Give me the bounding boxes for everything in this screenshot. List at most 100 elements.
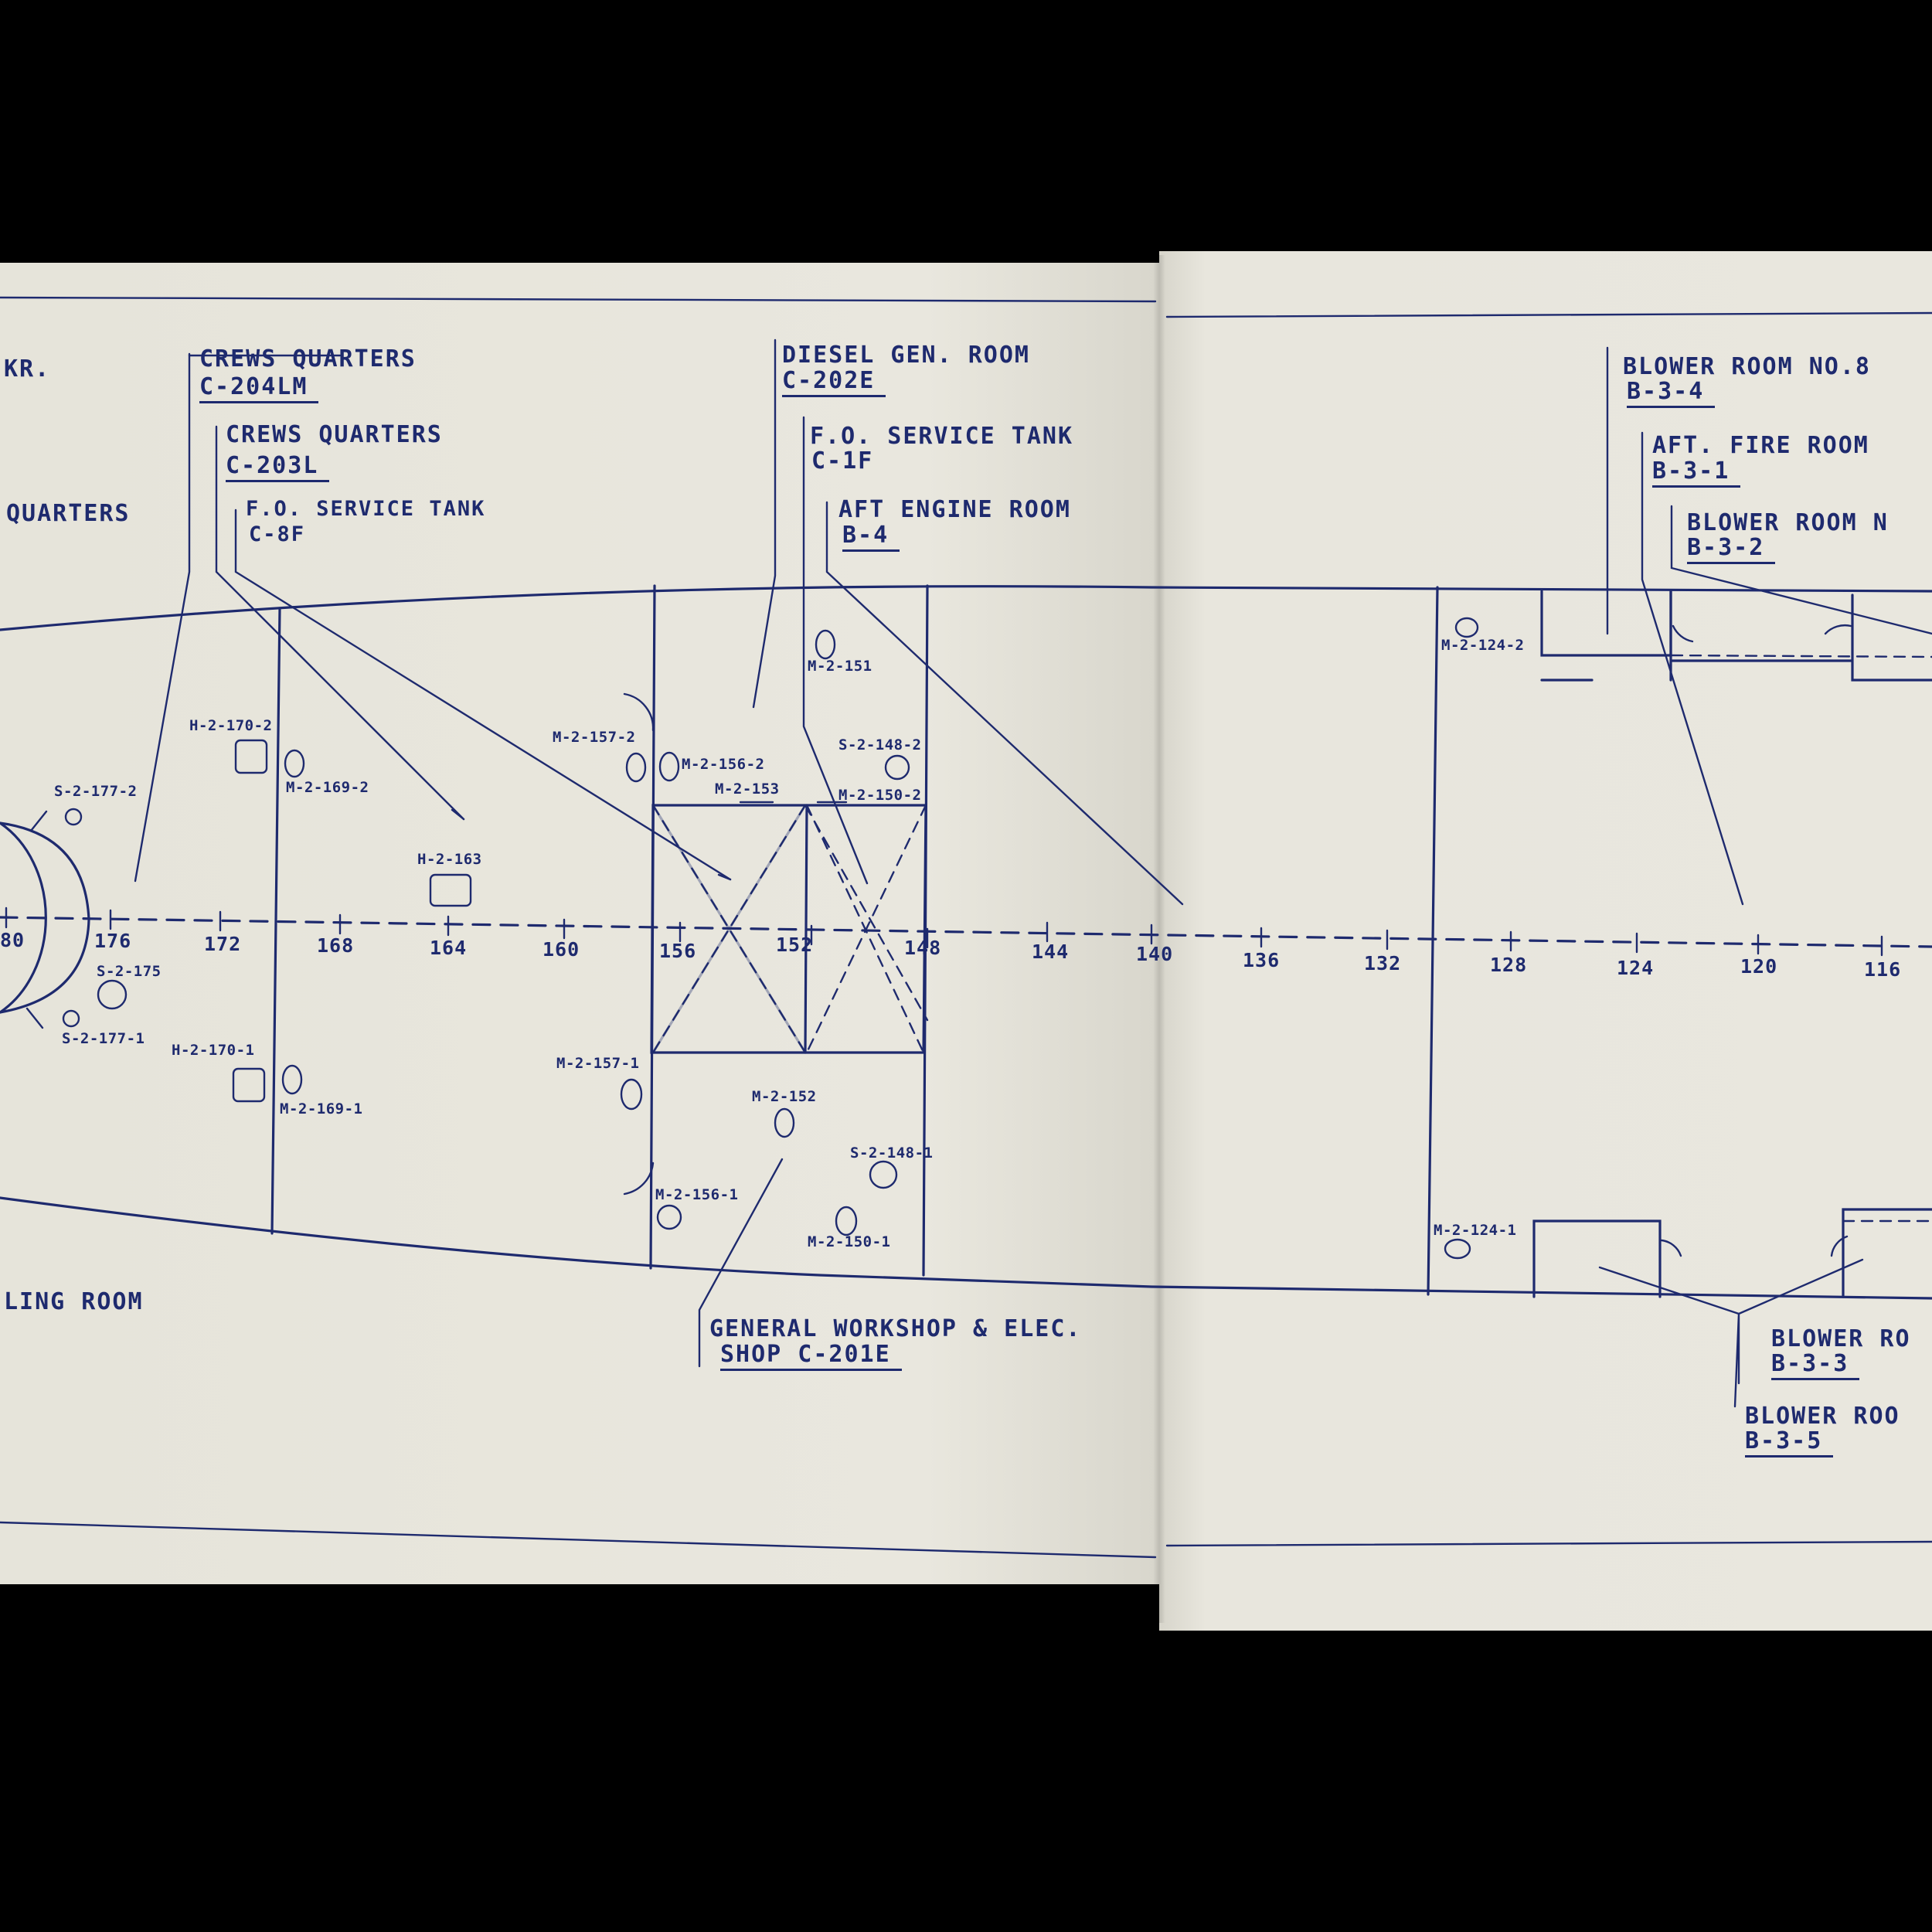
label-crews-quarters-204-code: C-204LM	[199, 376, 319, 403]
fixture-label: M-2-152	[752, 1088, 817, 1105]
label-general-workshop-line1: GENERAL WORKSHOP & ELEC.	[709, 1315, 1082, 1342]
circular-trunk-arc	[0, 821, 90, 1014]
fixture-label: M-2-124-2	[1441, 637, 1525, 654]
label-aft-fire-name: AFT. FIRE ROOM	[1652, 432, 1869, 459]
door-swing-3	[1672, 624, 1694, 643]
central-diag	[804, 804, 929, 1022]
label-aft-fire-code: B-3-1	[1652, 460, 1741, 488]
door-swing-5	[1660, 1239, 1682, 1257]
label-aft-engine-name: AFT ENGINE ROOM	[838, 496, 1071, 523]
door-swing-2	[623, 1162, 655, 1196]
label-blower-b333-code: B-3-3	[1771, 1352, 1860, 1380]
leader-blower-n	[1670, 505, 1932, 635]
label-fo-tank-1f-code: C-1F	[811, 447, 874, 474]
frame-number: 120	[1740, 955, 1778, 978]
label-cooling-room-partial: LING ROOM	[4, 1288, 144, 1315]
leader-aft-fire	[1641, 431, 1744, 906]
frame-number: 156	[659, 940, 697, 962]
hull-lower-outline	[0, 1196, 1932, 1300]
fixture-label: M-2-157-2	[553, 729, 636, 746]
fixture-label: M-2-169-2	[286, 779, 369, 796]
fixture-label: M-2-156-2	[682, 756, 765, 773]
blower-box-upper-1	[1540, 590, 1672, 657]
fixtures	[62, 617, 1479, 1260]
frame-number: 80	[0, 929, 26, 951]
frame-number: 176	[94, 930, 132, 952]
frame-number: 148	[904, 937, 942, 959]
leader-fo-1f	[802, 416, 869, 885]
label-fo-tank-8f-name: F.O. SERVICE TANK	[246, 497, 486, 521]
fixture-label: M-2-150-2	[838, 787, 922, 804]
central-divider	[804, 804, 808, 1054]
leader-blower-lower	[1598, 1258, 1864, 1408]
centerline	[0, 916, 1932, 948]
frame-number: 132	[1364, 952, 1402, 975]
frame-number: 164	[430, 937, 468, 959]
left-page	[0, 263, 1159, 1584]
door-swing-6	[1830, 1235, 1849, 1257]
fixture-label: H-2-170-2	[189, 717, 273, 734]
trunk-brackets	[26, 810, 48, 1029]
fixture-label: M-2-151	[808, 658, 872, 675]
fixture-label: S-2-148-1	[850, 1145, 934, 1162]
fixture-label: S-2-177-1	[62, 1030, 145, 1047]
frame-number: 152	[776, 934, 814, 956]
frame-number: 160	[543, 938, 580, 961]
hull-upper-outline	[0, 585, 1932, 631]
label-blower-b335-name: BLOWER ROO	[1745, 1403, 1900, 1430]
blower-box-lower-1	[1532, 1219, 1662, 1298]
label-general-workshop-line2: SHOP C-201E	[720, 1343, 902, 1371]
label-top-left-partial: KR.	[4, 355, 51, 383]
frame-number: 128	[1490, 954, 1528, 976]
leader-general-workshop	[698, 1158, 784, 1368]
fixture-label: S-2-148-2	[838, 736, 922, 753]
fixture-label: H-2-170-1	[172, 1042, 255, 1059]
frame-number: 116	[1864, 958, 1902, 981]
leader-crews-203	[215, 425, 465, 821]
fixture-label: S-2-175	[97, 963, 162, 980]
bulkhead-130	[1427, 586, 1439, 1296]
leader-fo-8f	[234, 509, 732, 881]
blower-upper-dash	[1540, 654, 1932, 658]
blower-box-lower-2	[1842, 1208, 1932, 1298]
leader-aft-engine	[825, 501, 1184, 906]
label-crews-quarters-204-name: CREWS QUARTERS	[199, 345, 417, 372]
frame-number: 172	[204, 933, 242, 955]
page-fold	[1153, 255, 1165, 1623]
label-blower-8-name: BLOWER ROOM NO.8	[1623, 353, 1871, 380]
label-blower-8-code: B-3-4	[1627, 380, 1716, 408]
bulkhead-170	[270, 607, 281, 1235]
frame-number: 168	[317, 934, 355, 957]
label-blower-n-code: B-3-2	[1687, 536, 1776, 564]
frame-number: 140	[1136, 943, 1174, 965]
label-fo-tank-8f-code: C-8F	[249, 522, 306, 546]
fixture-label: M-2-157-1	[556, 1055, 640, 1072]
door-swing-1	[623, 692, 655, 732]
arrowheads-left	[451, 808, 732, 881]
fixture-label: M-2-124-1	[1434, 1222, 1517, 1239]
label-diesel-gen-name: DIESEL GEN. ROOM	[782, 342, 1030, 369]
frame-number: 144	[1032, 940, 1070, 963]
blower-box-upper-2	[1669, 590, 1932, 682]
frame-number: 136	[1243, 949, 1281, 971]
frame-ticks	[5, 906, 1883, 957]
frame-border-bottom	[0, 1521, 1932, 1559]
label-crews-quarters-203-code: C-203L	[226, 454, 330, 482]
fixture-label: S-2-177-2	[54, 783, 138, 800]
fixture-label: M-2-156-1	[655, 1186, 739, 1203]
label-quarters-partial: QUARTERS	[6, 500, 131, 527]
circular-trunk	[0, 821, 47, 1014]
label-blower-n-name: BLOWER ROOM N	[1687, 509, 1889, 536]
leader-crews-204	[134, 352, 191, 883]
frame-number: 124	[1617, 957, 1655, 979]
label-fo-tank-1f-name: F.O. SERVICE TANK	[810, 423, 1074, 450]
label-crews-quarters-203-name: CREWS QUARTERS	[226, 421, 443, 448]
frame-border-top	[0, 296, 1932, 318]
fixture-label: M-2-153	[715, 781, 780, 798]
fixture-label: M-2-169-1	[280, 1100, 363, 1117]
label-blower-b335-code: B-3-5	[1745, 1430, 1834, 1458]
fixture-label: M-2-150-1	[808, 1233, 891, 1250]
label-blower-b333-name: BLOWER RO	[1771, 1325, 1911, 1352]
